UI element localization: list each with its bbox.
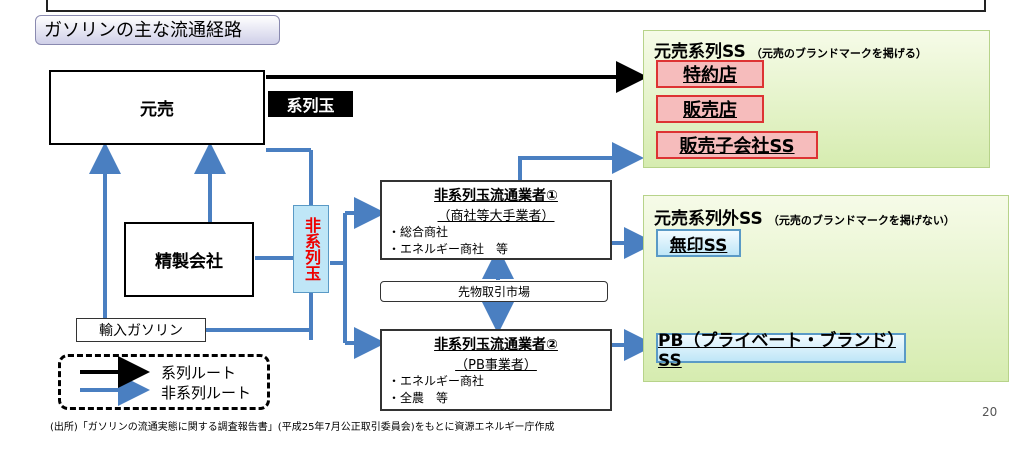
dealer2-box: 非系列玉流通業者② （PB事業者） ・エネルギー商社 ・全農 等 (380, 329, 612, 411)
futures-market-box: 先物取引市場 (380, 281, 608, 302)
hanbaiten-box: 販売店 (656, 95, 764, 123)
dealer1-item: ・総合商社 (388, 225, 449, 239)
hikeiretsu-tama-label: 非系列玉 (293, 205, 329, 293)
dealer2-subtitle: （PB事業者） (455, 358, 537, 373)
keiretsu-tama-label: 系列玉 (268, 91, 353, 117)
mujirushi-ss-box: 無印SS (656, 229, 741, 257)
header-rule (46, 0, 986, 12)
refinery-box: 精製会社 (124, 222, 254, 297)
tokuyakuten-box: 特約店 (656, 60, 764, 88)
subsidiary-ss-box: 販売子会社SS (656, 131, 818, 159)
dealer2-item: ・エネルギー商社 (388, 374, 485, 388)
motouri-box: 元売 (49, 70, 265, 145)
dealer1-subtitle: （商社等大手業者） (437, 209, 555, 224)
legend-keiretsu-label: 系列ルート (161, 364, 237, 382)
keiretsu-ss-note: （元売のブランドマークを掲げる） (750, 47, 927, 60)
non-keiretsu-ss-note: （元売のブランドマークを掲げない） (767, 214, 955, 227)
dealer2-item: ・全農 等 (388, 391, 449, 405)
legend-box: 系列ルート 非系列ルート (58, 354, 270, 410)
import-box: 輸入ガソリン (76, 318, 206, 342)
dealer1-title: 非系列玉流通業者① (434, 188, 558, 204)
keiretsu-ss-title: 元売系列SS (654, 42, 746, 62)
source-note: (出所)「ガソリンの流通実態に関する調査報告書」(平成25年7月公正取引委員会)… (50, 422, 555, 433)
pb-ss-box: PB（プライベート・ブランド）SS (656, 331, 906, 371)
dealer1-box: 非系列玉流通業者① （商社等大手業者） ・総合商社 ・エネルギー商社 等 (380, 180, 612, 260)
page-title: ガソリンの主な流通経路 (35, 15, 280, 45)
legend-hikeiretsu-label: 非系列ルート (161, 384, 252, 402)
non-keiretsu-ss-title: 元売系列外SS (654, 209, 763, 229)
dealer2-title: 非系列玉流通業者② (434, 337, 558, 353)
page-number: 20 (982, 405, 998, 419)
dealer1-item: ・エネルギー商社 等 (388, 242, 509, 256)
